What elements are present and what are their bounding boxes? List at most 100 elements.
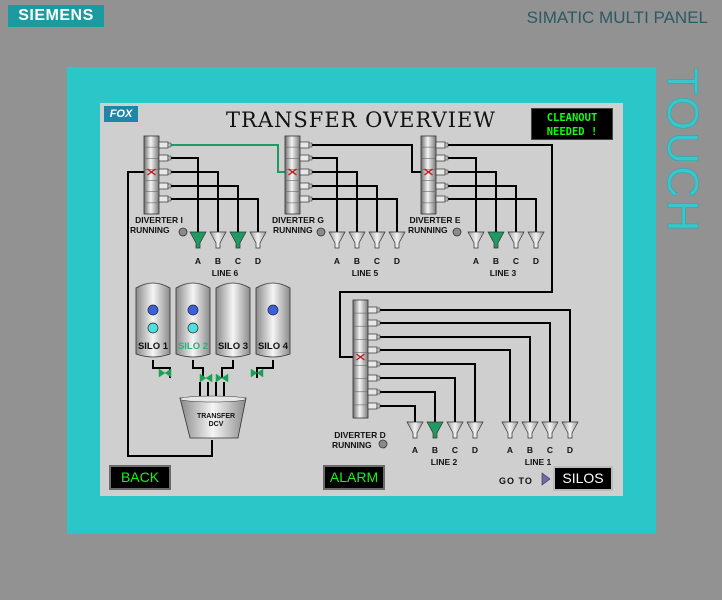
transfer-dcv-line1: TRANSFER <box>196 413 236 420</box>
diverter-d-outlet-tip <box>376 389 381 395</box>
silo-level-indicator-icon <box>147 322 159 334</box>
back-button[interactable]: BACK <box>109 465 171 490</box>
diverter-d-outlet <box>367 319 378 327</box>
diverter-i-outlet-tip <box>167 142 172 148</box>
diverter-d-outlet-tip <box>376 320 381 326</box>
diverter-d-body <box>352 299 369 419</box>
diverter-d-name: DIVERTER D <box>334 430 386 440</box>
diverter-e-outlet-tip <box>444 155 449 161</box>
pipe-d-7 <box>380 405 416 422</box>
line-3-label: LINE 3 <box>489 268 517 278</box>
alarm-button[interactable]: ALARM <box>323 465 385 490</box>
silo-valve-icon <box>158 368 172 378</box>
line-1-bin <box>328 231 346 249</box>
silo-pipe-2 <box>221 360 234 378</box>
diverter-g-outlet <box>299 168 310 176</box>
diverter-d-outlet-tip <box>376 375 381 381</box>
diverter-d-outlet <box>367 346 378 354</box>
svg-text:TOUCH: TOUCH <box>658 68 707 234</box>
bin-letter: A <box>472 256 480 266</box>
diverter-g-status-icon <box>316 227 326 237</box>
line-1-bin-shape <box>348 231 366 249</box>
line-1-bin-shape <box>328 231 346 249</box>
goto-arrow-icon <box>541 472 551 486</box>
diverter-g-outlet-tip <box>308 169 313 175</box>
line-1-bin-shape <box>561 421 579 439</box>
diverter-d-outlet-tip <box>376 403 381 409</box>
silo-3-label: SILO 3 <box>217 341 249 352</box>
line-2-bin <box>426 421 444 439</box>
pipe-e-0 <box>448 157 477 232</box>
line-2-bin <box>487 231 505 249</box>
line-2-bin-shape <box>467 231 485 249</box>
bin-letter: B <box>214 256 222 266</box>
silo-pipe-3 <box>256 360 274 378</box>
pipe-d-4 <box>380 363 476 422</box>
cleanout-alert-line2: NEEDED ! <box>546 126 598 138</box>
pipe-e-to-d <box>339 144 553 358</box>
diverter-i-name: DIVERTER I <box>135 215 183 225</box>
silo-level-indicator-icon <box>187 304 199 316</box>
bin-letter: C <box>234 256 242 266</box>
pipe-g-3 <box>312 198 398 232</box>
pipe-i-3 <box>171 198 259 232</box>
line-1-bin <box>521 421 539 439</box>
line-2-bin <box>446 421 464 439</box>
diverter-d-outlet <box>367 374 378 382</box>
pipe-d-5 <box>380 377 456 422</box>
diverter-d-outlet-tip <box>376 347 381 353</box>
line-1-label: LINE 1 <box>524 457 552 467</box>
silo-valve-icon <box>215 373 229 383</box>
diverter-e <box>420 135 437 215</box>
bin-letter: D <box>532 256 540 266</box>
bin-letter: A <box>333 256 341 266</box>
bin-letter: B <box>353 256 361 266</box>
diverter-d-status-icon <box>378 439 388 449</box>
pipe-e-2 <box>448 185 517 232</box>
diverter-i-body <box>143 135 160 215</box>
pipe-i-0 <box>171 157 199 232</box>
diverter-g-name: DIVERTER G <box>272 215 324 225</box>
line-0-bin-shape <box>189 231 207 249</box>
transfer-dcv-label: TRANSFER DCV <box>186 413 246 429</box>
diverter-g-status: RUNNING <box>273 225 313 235</box>
bin-letter: B <box>526 445 534 455</box>
diverter-i-outlet-tip <box>167 196 172 202</box>
diverter-d-label: DIVERTER D RUNNING <box>330 430 390 450</box>
silo-valve-icon <box>250 368 264 378</box>
bin-letter: A <box>506 445 514 455</box>
bin-letter: C <box>546 445 554 455</box>
silo-2 <box>175 282 211 358</box>
silo-1-label: SILO 1 <box>137 341 169 352</box>
line-2-bin <box>406 421 424 439</box>
diverter-e-body <box>420 135 437 215</box>
pipe-e-3 <box>448 198 537 232</box>
pipe-i-to-g <box>171 144 285 173</box>
diverter-i-status: RUNNING <box>130 225 170 235</box>
silo-level-indicator-icon <box>267 304 279 316</box>
pipe-network <box>127 144 571 457</box>
line-2-bin-shape <box>426 421 444 439</box>
diverter-d-outlet <box>367 333 378 341</box>
diverter-i-outlet-tip <box>167 169 172 175</box>
diverter-g-body <box>284 135 301 215</box>
diverter-d-outlet <box>367 306 378 314</box>
pipe-d-6 <box>380 391 436 422</box>
line-5-label: LINE 5 <box>351 268 379 278</box>
diverter-e-outlet <box>435 168 446 176</box>
silo-4-label: SILO 4 <box>257 341 289 352</box>
line-0-bin-shape <box>209 231 227 249</box>
diverter-i-status-icon <box>178 227 188 237</box>
silo-valve-icon <box>199 373 213 383</box>
diverter-d-outlet-tip <box>376 307 381 313</box>
pipe-g-2 <box>312 185 378 232</box>
line-2-bin-shape <box>527 231 545 249</box>
line-0-bin <box>189 231 207 249</box>
diverter-g-outlet-tip <box>308 196 313 202</box>
pipe-i-1 <box>171 171 219 232</box>
pipe-feed-i <box>127 171 213 457</box>
pipe-g-to-e <box>312 144 421 173</box>
siemens-logo: SIEMENS <box>8 5 104 27</box>
silos-button[interactable]: SILOS <box>553 466 613 491</box>
diverter-i-outlet <box>158 141 169 149</box>
